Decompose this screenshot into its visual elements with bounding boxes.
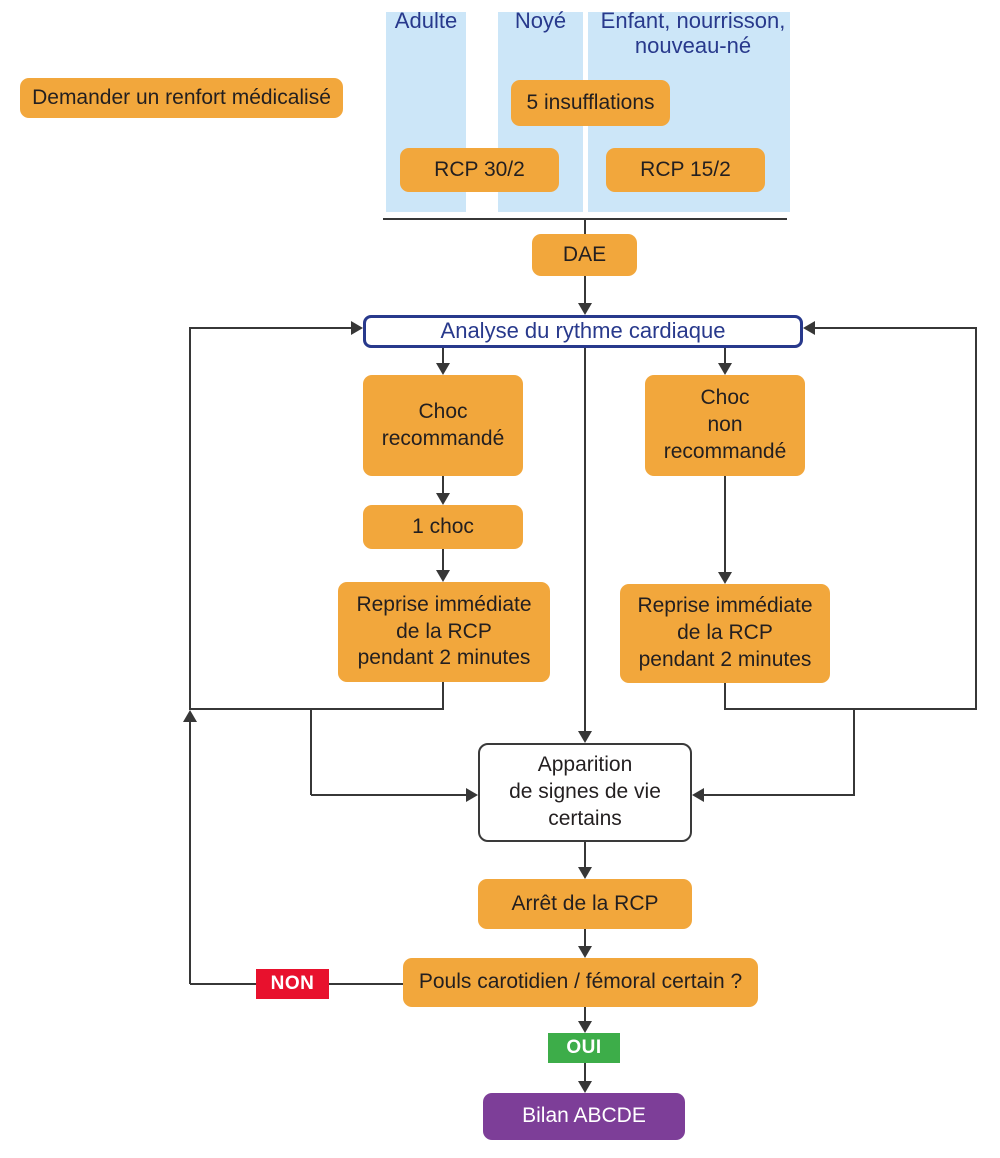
box-arret-rcp: Arrêt de la RCP <box>478 879 692 929</box>
arrowhead-into-bilan <box>578 1081 592 1093</box>
arrowhead-into-analyse-right <box>803 321 815 335</box>
box-dae: DAE <box>532 234 637 276</box>
connector-reprise-left-down <box>442 682 444 710</box>
arrowhead-into-oui <box>578 1021 592 1033</box>
box-1-choc: 1 choc <box>363 505 523 549</box>
connector-left-loop-top <box>190 327 351 329</box>
box-reprise-rcp-droite: Reprise immédiate de la RCP pendant 2 mi… <box>620 584 830 683</box>
label-enfant: Enfant, nourrisson, nouveau-né <box>600 8 786 59</box>
arrowhead-into-apparition-top <box>578 731 592 743</box>
box-choc-recommande: Choc recommandé <box>363 375 523 476</box>
connector-chocnon-reprise <box>724 476 726 572</box>
connector-chocrec-unchoc <box>442 476 444 493</box>
connector-right-branch-left <box>704 794 855 796</box>
badge-oui: OUI <box>548 1033 620 1063</box>
label-adulte: Adulte <box>394 8 458 33</box>
connector-oui-bilan <box>584 1063 586 1081</box>
connector-analyse-chocnon <box>724 348 726 363</box>
connector-left-horizontal <box>189 708 444 710</box>
connector-right-branch-down <box>853 708 855 795</box>
arrowhead-into-reprise-left <box>436 570 450 582</box>
arrowhead-into-arret <box>578 867 592 879</box>
connector-right-loop-up <box>975 327 977 710</box>
box-rcp-15-2: RCP 15/2 <box>606 148 765 192</box>
connector-dae-analyse <box>584 276 586 304</box>
connector-analyse-apparition <box>584 348 586 731</box>
connector-analyse-chocrec <box>442 348 444 363</box>
arrowhead-into-reprise-right <box>718 572 732 584</box>
connector-left-branch-down <box>310 708 312 795</box>
box-apparition-signes-vie: Apparition de signes de vie certains <box>478 743 692 842</box>
connector-separator <box>383 218 787 220</box>
connector-left-loop-up <box>189 327 191 710</box>
arrowhead-into-analyse-left <box>351 321 363 335</box>
badge-non: NON <box>256 969 329 999</box>
connector-right-horizontal <box>725 708 977 710</box>
arrowhead-into-unchoc <box>436 493 450 505</box>
arrowhead-non-loop <box>183 710 197 722</box>
connector-apparition-arret <box>584 842 586 867</box>
box-pouls-carotidien: Pouls carotidien / fémoral certain ? <box>403 958 758 1007</box>
connector-unchoc-reprise <box>442 549 444 570</box>
arrowhead-into-chocnon <box>718 363 732 375</box>
arrowhead-into-apparition-left <box>466 788 478 802</box>
connector-separator-dae <box>584 220 586 234</box>
box-demander-renfort: Demander un renfort médicalisé <box>20 78 343 118</box>
connector-pouls-oui <box>584 1007 586 1021</box>
connector-reprise-right-down <box>724 683 726 710</box>
arrowhead-into-apparition-right <box>692 788 704 802</box>
connector-left-branch-right <box>311 794 466 796</box>
connector-non-up <box>189 720 191 984</box>
box-reprise-rcp-gauche: Reprise immédiate de la RCP pendant 2 mi… <box>338 582 550 682</box>
arrowhead-into-chocrec <box>436 363 450 375</box>
arrowhead-into-pouls <box>578 946 592 958</box>
connector-arret-pouls <box>584 929 586 946</box>
box-rcp-30-2: RCP 30/2 <box>400 148 559 192</box>
arrowhead-into-analyse-top <box>578 303 592 315</box>
connector-right-loop-top <box>815 327 977 329</box>
label-noye: Noyé <box>514 8 567 33</box>
box-bilan-abcde: Bilan ABCDE <box>483 1093 685 1140</box>
box-analyse-rythme: Analyse du rythme cardiaque <box>363 315 803 348</box>
box-5-insufflations: 5 insufflations <box>511 80 670 126</box>
box-choc-non-recommande: Choc non recommandé <box>645 375 805 476</box>
